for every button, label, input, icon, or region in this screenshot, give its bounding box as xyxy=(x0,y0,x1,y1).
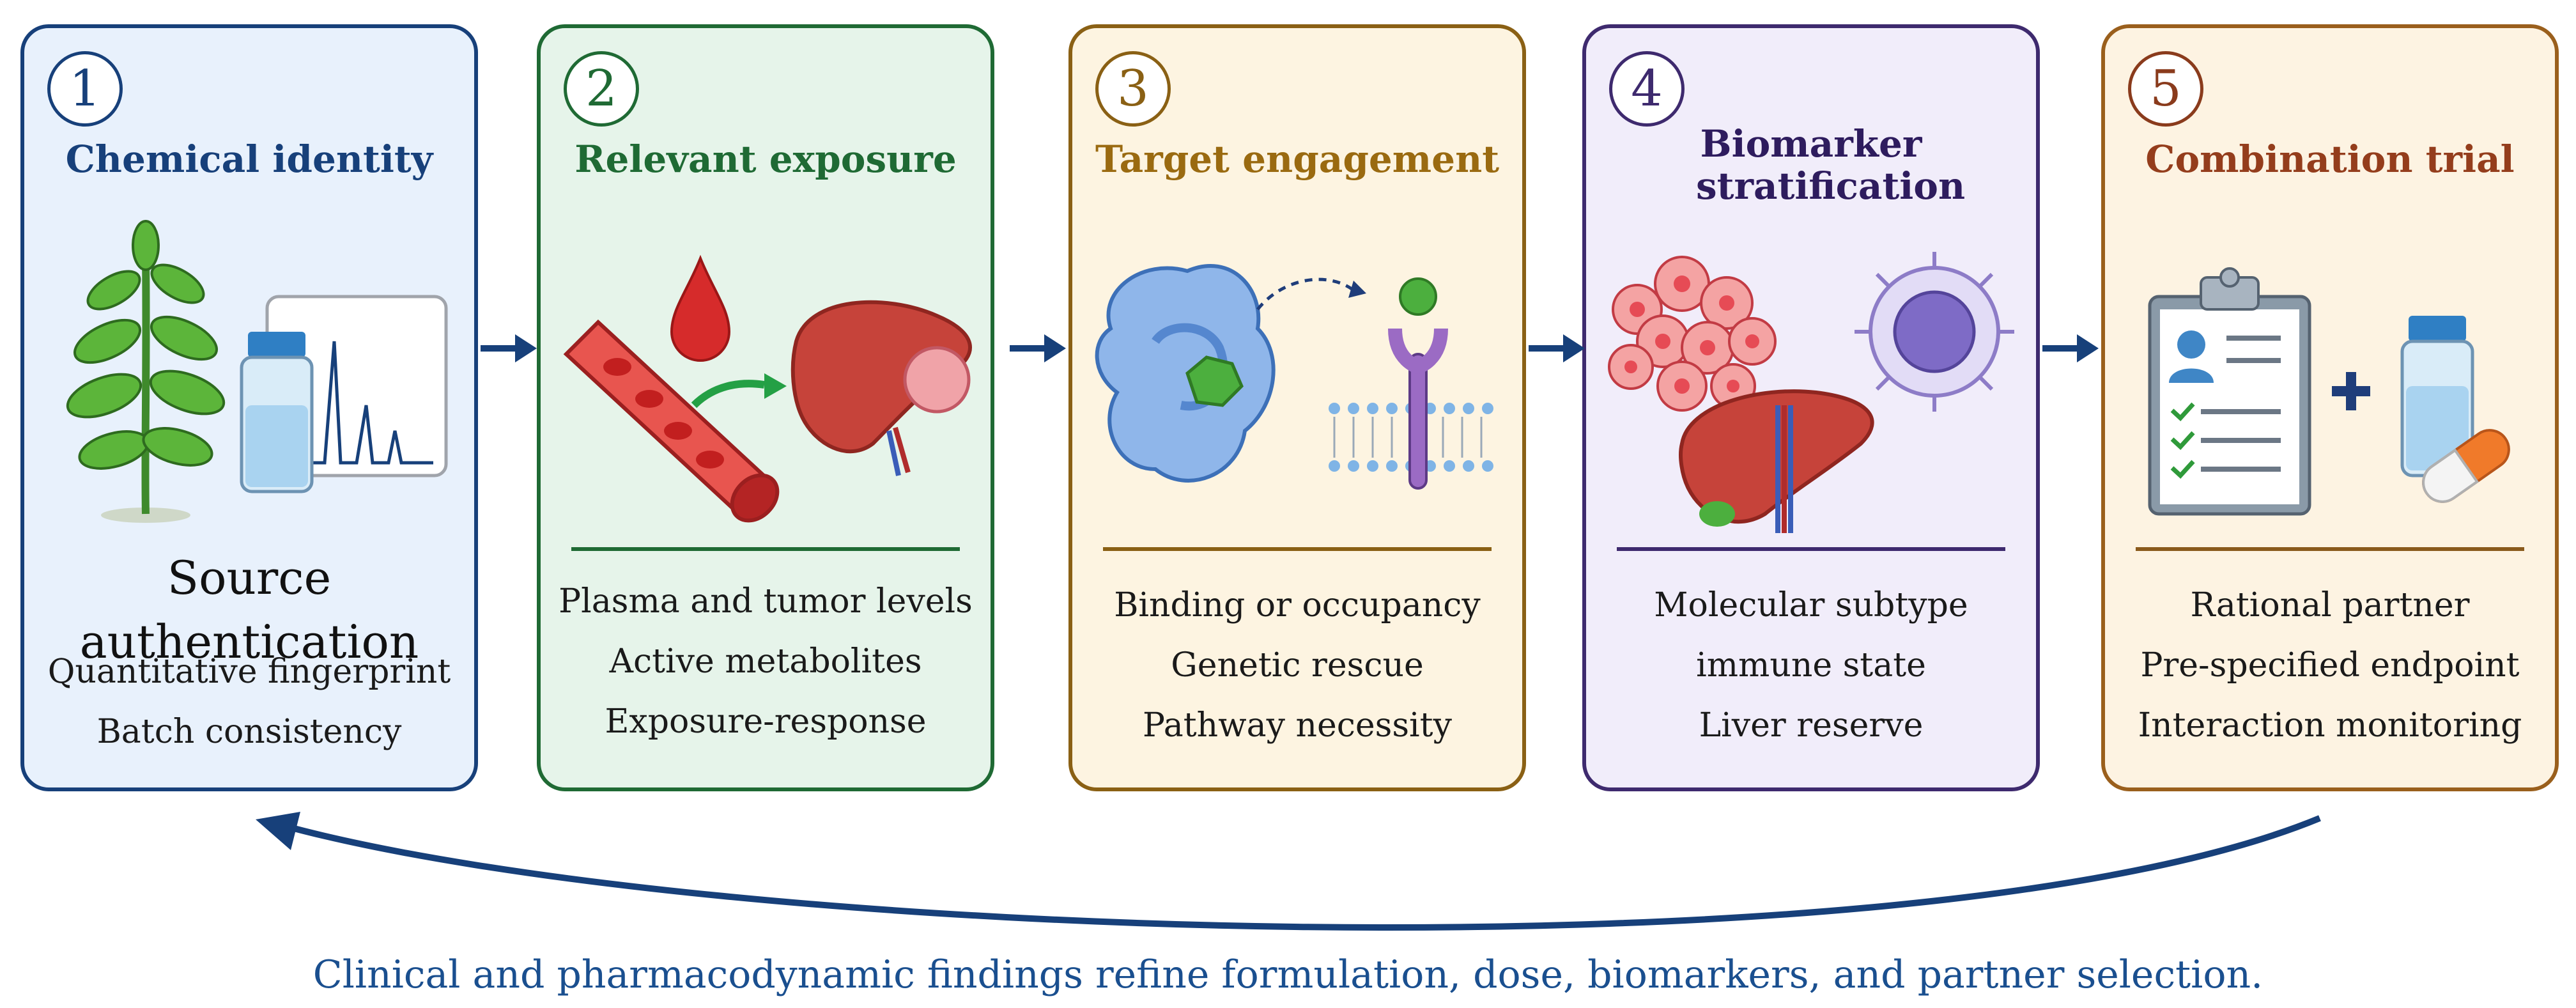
vial-icon xyxy=(240,332,314,493)
step-2-panel: 2 Relevant exposure Plasma and tumor lev… xyxy=(537,24,994,791)
detail-line: Binding or occupancy xyxy=(1114,586,1481,624)
clipboard-icon xyxy=(2148,267,2311,516)
right-arrow-icon xyxy=(1529,334,1585,362)
tumor-cells-icon xyxy=(1608,256,1777,412)
detail-line: Quantitative fingerprint xyxy=(47,653,451,691)
liver-tumor-icon xyxy=(791,300,972,476)
protein-icon xyxy=(1095,264,1276,483)
step-details: Quantitative fingerprint Batch consisten… xyxy=(24,642,474,762)
step-title-text: Biomarker stratification xyxy=(1696,122,1966,208)
capsule-icon xyxy=(2422,429,2510,503)
step-title: Target engagement xyxy=(1095,137,1500,181)
plant-icon xyxy=(66,220,226,523)
step-1-panel: 1 Chemical identity xyxy=(20,24,478,791)
step-number-badge: 1 xyxy=(47,51,123,127)
divider xyxy=(2136,547,2524,551)
vial-icon xyxy=(2400,316,2474,477)
step-illustration xyxy=(1072,213,1522,546)
step-heading: Source authentication xyxy=(79,551,419,669)
step-illustration xyxy=(1586,213,2036,546)
step-title: Chemical identity xyxy=(65,137,433,181)
step-details: Rational partner Pre-specified endpoint … xyxy=(2105,575,2555,756)
feedback-loop-arrow xyxy=(256,812,2321,931)
step-3-panel: 3 Target engagement Binding or occupancy… xyxy=(1068,24,1526,791)
right-arrow-icon xyxy=(1010,334,1066,362)
step-number-badge: 4 xyxy=(1609,51,1685,127)
step-5-panel: 5 Combination trial xyxy=(2101,24,2559,791)
step-illustration xyxy=(2105,213,2555,546)
step-number-badge: 2 xyxy=(564,51,639,127)
detail-line: Molecular subtype xyxy=(1654,586,1968,624)
plus-icon xyxy=(2332,372,2370,410)
step-illustration xyxy=(24,213,474,546)
detail-line: Active metabolites xyxy=(609,642,922,681)
liver-icon xyxy=(1679,389,1874,533)
step-details: Binding or occupancy Genetic rescue Path… xyxy=(1072,575,1522,756)
divider xyxy=(1617,547,2005,551)
step-title: Combination trial xyxy=(2145,137,2515,181)
detail-line: Interaction monitoring xyxy=(2138,706,2522,745)
detail-line: Exposure-response xyxy=(605,702,927,741)
detail-line: Rational partner xyxy=(2190,586,2470,624)
detail-line: Batch consistency xyxy=(96,713,402,751)
diagram-caption: Clinical and pharmacodynamic findings re… xyxy=(312,952,2264,997)
detail-line: Pre-specified endpoint xyxy=(2140,646,2520,685)
membrane-receptor-icon xyxy=(1329,277,1493,490)
divider xyxy=(1103,547,1492,551)
step-details: Molecular subtype immune state Liver res… xyxy=(1586,575,2036,756)
step-number-badge: 5 xyxy=(2128,51,2203,127)
right-arrow-icon xyxy=(2042,334,2099,362)
detail-line: Pathway necessity xyxy=(1143,706,1452,745)
step-title: Biomarker stratification xyxy=(1586,123,2036,207)
blood-vessel-icon xyxy=(563,319,780,523)
detail-line: immune state xyxy=(1696,646,1926,685)
immune-cell-icon xyxy=(1855,252,2014,412)
detail-line: Genetic rescue xyxy=(1171,646,1424,685)
detail-line: Plasma and tumor levels xyxy=(559,582,973,621)
blood-drop-icon xyxy=(670,254,731,362)
right-arrow-icon xyxy=(481,334,537,362)
divider xyxy=(571,547,960,551)
step-number-badge: 3 xyxy=(1095,51,1171,127)
step-4-panel: 4 Biomarker stratification Molecular sub… xyxy=(1582,24,2040,791)
step-title: Relevant exposure xyxy=(575,137,957,181)
step-details: Plasma and tumor levels Active metabolit… xyxy=(541,571,991,752)
detail-line: Liver reserve xyxy=(1699,706,1924,745)
step-illustration xyxy=(541,213,991,546)
